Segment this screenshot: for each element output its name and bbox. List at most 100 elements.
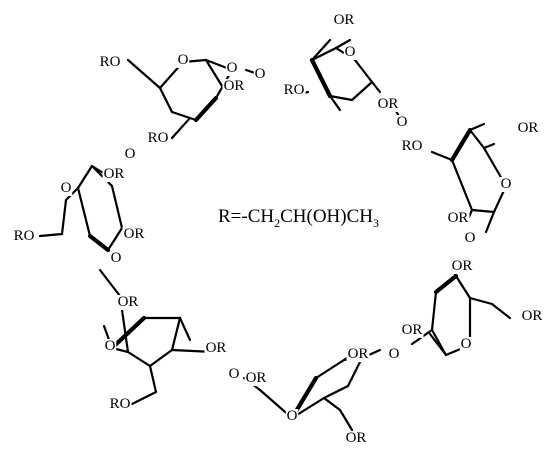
or-label-14: OR <box>344 430 368 446</box>
atom-label-text: OR <box>334 12 355 28</box>
label-background <box>346 347 370 362</box>
label-background <box>116 295 140 310</box>
bond <box>428 332 448 357</box>
label-background <box>204 341 228 356</box>
atom-label-text: O <box>105 338 116 354</box>
bond <box>328 94 354 102</box>
label-background <box>253 67 267 82</box>
label-background <box>176 53 190 68</box>
label-background <box>400 323 424 338</box>
label-background <box>109 251 123 266</box>
ro-label-7: RO <box>400 138 424 154</box>
label-background <box>108 397 132 412</box>
bond <box>310 38 332 62</box>
label-background <box>225 61 239 76</box>
atom-label-text: O <box>229 366 240 382</box>
atom-label-text: O <box>465 230 476 246</box>
bond <box>110 184 124 230</box>
atom-label-text: O <box>287 408 298 424</box>
bond <box>109 315 147 351</box>
glycosidic-oxygen-1: O <box>253 66 267 82</box>
atom-label-text: RO <box>148 130 169 146</box>
or-label-12: OR <box>346 346 370 362</box>
atom-label-text: OR <box>402 322 423 338</box>
label-background <box>343 45 357 60</box>
atom-label-text: O <box>345 44 356 60</box>
or-label-10: OR <box>520 308 544 324</box>
label-background <box>395 115 409 130</box>
or-label-18: OR <box>102 166 126 182</box>
label-background <box>446 211 470 226</box>
bond <box>490 302 512 320</box>
formula-subscript-3: 3 <box>373 216 379 230</box>
glycosidic-oxygen-7: O <box>109 250 123 266</box>
atom-label-text: OR <box>224 78 245 94</box>
formula-middle: CH(OH)CH <box>280 206 373 227</box>
or-label-8: OR <box>446 210 470 226</box>
label-background <box>59 181 73 196</box>
bond <box>454 274 472 300</box>
atom-label-text: O <box>501 176 512 192</box>
label-background <box>244 371 268 386</box>
atom-label-text: O <box>178 52 189 68</box>
atom-label-text: OR <box>448 210 469 226</box>
label-background <box>123 147 137 162</box>
atom-label-text: OR <box>246 370 267 386</box>
bond <box>450 158 474 212</box>
ro-label-2: RO <box>146 130 170 146</box>
label-background <box>122 227 146 242</box>
atom-label-text: O <box>125 146 136 162</box>
ring-oxygen-1: O <box>176 52 190 68</box>
bond <box>334 38 352 50</box>
bond <box>484 210 496 234</box>
or-label-15: OR <box>204 340 228 356</box>
or-label-5: OR <box>376 96 400 112</box>
atom-label-text: OR <box>346 430 367 446</box>
bond <box>87 233 111 253</box>
bond <box>126 350 152 368</box>
atom-label-text: OR <box>206 340 227 356</box>
label-background <box>459 337 473 352</box>
label-background <box>463 231 477 246</box>
label-background <box>376 97 400 112</box>
atom-label-text: RO <box>110 396 131 412</box>
ro-label-19: RO <box>12 228 36 244</box>
or-label-11: OR <box>400 322 424 338</box>
label-background <box>450 259 474 274</box>
or-label-9: OR <box>450 258 474 274</box>
atom-label-text: OR <box>522 308 543 324</box>
bond <box>468 296 494 306</box>
bond <box>430 290 438 332</box>
label-background <box>102 167 126 182</box>
or-label-6: OR <box>516 120 540 136</box>
atom-label-text: OR <box>452 258 473 274</box>
label-background <box>520 309 544 324</box>
bond <box>170 316 182 352</box>
atom-label-text: OR <box>518 120 539 136</box>
bond <box>350 80 374 102</box>
label-background <box>400 139 424 154</box>
ring-oxygen-7: O <box>103 338 117 354</box>
bond <box>468 128 486 150</box>
bond <box>158 86 174 114</box>
bond <box>38 232 64 238</box>
atom-label-text: O <box>461 336 472 352</box>
glycosidic-oxygen-3: O <box>395 114 409 130</box>
or-label-13: OR <box>244 370 268 386</box>
glycosidic-oxygen-6: O <box>227 366 241 382</box>
bond <box>148 348 174 368</box>
glycosidic-oxygen-5: O <box>387 346 401 362</box>
or-label-1: OR <box>222 78 246 94</box>
ring-oxygen-5: O <box>459 336 473 352</box>
bond <box>310 46 338 62</box>
atom-label-text: OR <box>124 226 145 242</box>
bond <box>482 142 496 150</box>
bond <box>204 58 224 88</box>
bond <box>178 316 192 342</box>
atom-label-text: RO <box>14 228 35 244</box>
bond <box>468 122 486 132</box>
bond <box>338 408 354 432</box>
formula-prefix: R=-CH <box>218 206 274 227</box>
